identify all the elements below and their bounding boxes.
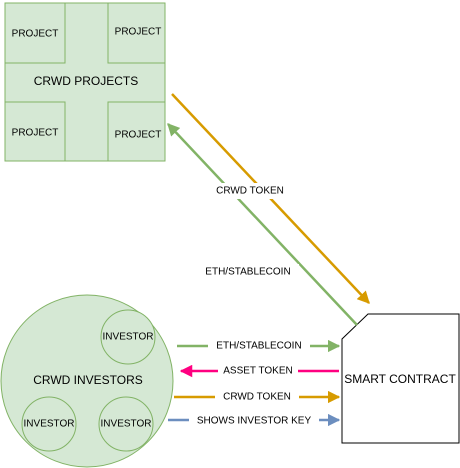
investor-node — [98, 396, 154, 452]
investors-group: INVESTOR INVESTOR INVESTOR CRWD INVESTOR… — [0, 294, 174, 468]
investor-node — [100, 309, 156, 365]
horizontal-edges: ETH/STABLECOIN ASSET TOKEN CRWD TOKEN SH… — [168, 338, 341, 428]
project-box — [107, 2, 166, 64]
edge-label-bg — [215, 389, 299, 404]
edge-label-bg — [189, 413, 319, 428]
edge-label-eth-stablecoin-diagonal: ETH/STABLECOIN — [205, 267, 290, 278]
diagonal-edges: CRWD TOKEN ETH/STABLECOIN — [167, 93, 370, 326]
edge-contract-to-projects — [167, 123, 358, 326]
projects-group: PROJECT PROJECT PROJECT PROJECT CRWD PRO… — [4, 2, 166, 162]
edge-label-bg — [218, 363, 298, 378]
investor-label: INVESTOR — [101, 419, 152, 430]
edge-label-bg — [197, 264, 299, 280]
project-label: PROJECT — [115, 27, 162, 38]
project-label: PROJECT — [12, 29, 59, 40]
edge-label-crwd-token: CRWD TOKEN — [223, 392, 291, 403]
projects-group-title: CRWD PROJECTS — [34, 74, 138, 88]
project-box — [107, 101, 166, 162]
edge-label-asset-token: ASSET TOKEN — [223, 366, 292, 377]
project-box — [4, 101, 66, 162]
project-box — [4, 2, 66, 64]
investor-label: INVESTOR — [103, 332, 154, 343]
edge-label-crwd-token-diagonal: CRWD TOKEN — [216, 186, 284, 197]
project-label: PROJECT — [12, 128, 59, 139]
smart-contract-card — [341, 313, 460, 444]
smart-contract-label: SMART CONTRACT — [344, 372, 456, 386]
investor-node — [21, 396, 77, 452]
edge-label-eth-stablecoin: ETH/STABLECOIN — [216, 341, 301, 352]
edge-label-bg — [208, 183, 292, 199]
investor-label: INVESTOR — [24, 419, 75, 430]
edge-label-bg — [208, 338, 310, 353]
investors-group-title: CRWD INVESTORS — [33, 373, 143, 387]
smart-contract-node: SMART CONTRACT — [341, 313, 460, 444]
project-label: PROJECT — [115, 130, 162, 141]
edge-label-shows-investor-key: SHOWS INVESTOR KEY — [197, 416, 312, 427]
